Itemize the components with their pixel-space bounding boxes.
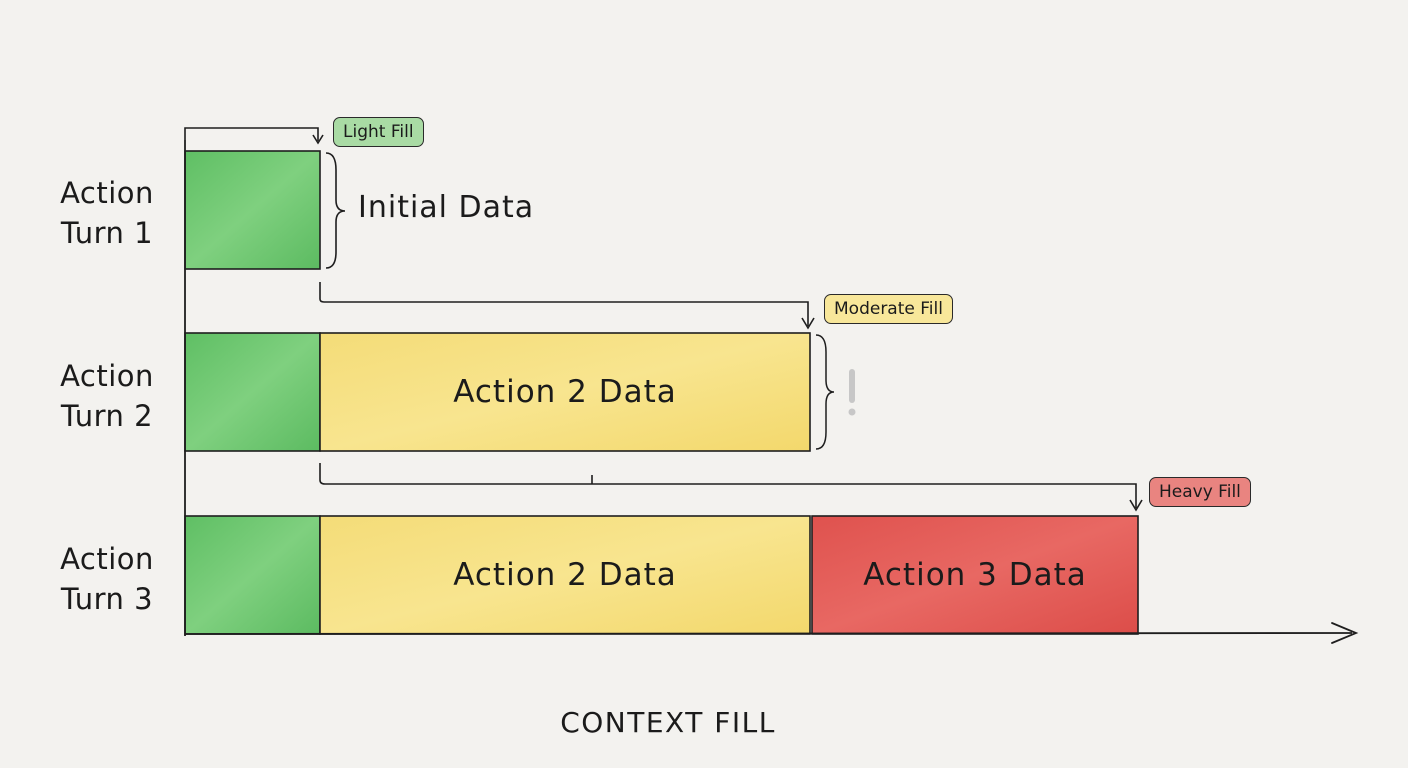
light-fill-bracket-arrowhead <box>312 134 324 145</box>
light-fill-bracket <box>184 127 319 141</box>
moderate-fill-tag: Moderate Fill <box>824 294 953 324</box>
light-fill-tag: Light Fill <box>333 117 424 147</box>
exclamation-dot-faint <box>848 408 856 416</box>
row-label-line2: Turn 3 <box>60 582 154 616</box>
axis-title: CONTEXT FILL <box>560 706 776 739</box>
moderate-fill-arrowhead <box>801 317 815 330</box>
row-label-turn-3: Action Turn 3 <box>32 539 182 619</box>
row3-action2-block <box>319 515 811 635</box>
row1-initial-block <box>184 150 321 270</box>
initial-data-brace <box>325 152 346 269</box>
row3-initial-block <box>184 515 321 635</box>
row-label-line2: Turn 2 <box>60 399 154 433</box>
row3-action3-block <box>811 515 1139 635</box>
row-label-line1: Action <box>60 176 154 210</box>
row2-initial-block <box>184 332 321 452</box>
row-label-line2: Turn 1 <box>60 216 154 250</box>
row-label-line1: Action <box>60 542 154 576</box>
row2-action2-label: Action 2 Data <box>453 374 677 410</box>
horizontal-axis-arrowhead <box>1331 622 1359 644</box>
row-label-line1: Action <box>60 359 154 393</box>
row2-action2-block <box>319 332 811 452</box>
initial-data-note: Initial Data <box>358 190 535 225</box>
heavy-fill-arrowhead <box>1129 499 1143 512</box>
row2-side-brace <box>815 334 835 450</box>
row3-action3-label: Action 3 Data <box>863 557 1087 593</box>
row-label-turn-2: Action Turn 2 <box>32 356 182 436</box>
heavy-fill-connector <box>319 463 1137 508</box>
moderate-fill-connector <box>319 282 809 326</box>
row-label-turn-1: Action Turn 1 <box>32 173 182 253</box>
heavy-fill-tag: Heavy Fill <box>1149 477 1251 507</box>
row3-action2-label: Action 2 Data <box>453 557 677 593</box>
horizontal-axis-line <box>184 632 1353 635</box>
